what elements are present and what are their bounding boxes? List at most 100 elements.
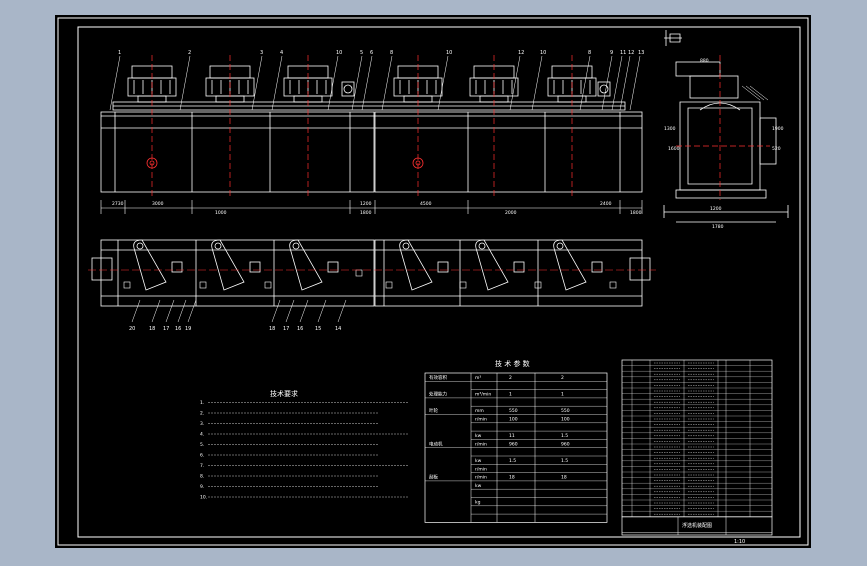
note-number: 8. — [200, 474, 204, 480]
tech-table-cell: r/min — [475, 417, 487, 423]
gearbox-wheel — [599, 84, 609, 94]
plan-callout-number: 15 — [315, 326, 321, 332]
callout-leader — [351, 55, 363, 111]
callout-number: 8 — [390, 50, 393, 56]
tech-table-cell: kw — [475, 458, 482, 464]
callout-number: 10 — [446, 50, 452, 56]
plan-callout-number: 19 — [185, 326, 191, 332]
callout-number: 1 — [118, 50, 121, 56]
paddle-bearing — [327, 261, 339, 273]
tech-table-cell: r/min — [475, 441, 487, 447]
callout-leader — [271, 55, 283, 111]
note-number: 5. — [200, 442, 204, 448]
plan-callout-number: 16 — [297, 326, 303, 332]
dimension-label: 3000 — [152, 201, 164, 207]
tech-table-cell: m³/min — [475, 392, 491, 398]
impeller-shafts — [146, 55, 573, 198]
paddle-assembly — [195, 239, 261, 306]
drain-port — [146, 157, 158, 169]
note-number: 4. — [200, 432, 204, 438]
callout-number: 3 — [260, 50, 263, 56]
tech-table-cell: 11 — [509, 433, 515, 439]
drawing-scale: 1:10 — [734, 539, 745, 545]
small-port — [199, 281, 207, 289]
plan-callout-leader — [271, 299, 281, 323]
small-port — [534, 281, 542, 289]
tech-table-cell: 550 — [509, 408, 518, 414]
callout-leader — [629, 55, 641, 111]
plan-callout-number: 17 — [283, 326, 289, 332]
gearbox-body — [341, 81, 355, 97]
callout-leader — [509, 55, 521, 111]
tech-table-cell: r/min — [475, 466, 487, 472]
tech-table-cell: 1 — [561, 392, 564, 398]
callout-leader — [437, 55, 449, 111]
inner-border — [77, 26, 801, 538]
tech-table-cell: 550 — [561, 408, 570, 414]
plan-callout-number: 16 — [175, 326, 181, 332]
callout-leader — [531, 55, 543, 111]
motor-unit — [393, 65, 443, 103]
side-dimension-label: 1300 — [664, 126, 676, 132]
top-plan-view — [91, 239, 651, 307]
dimension-label: 4500 — [420, 201, 432, 207]
dimension-label: 1800 — [630, 210, 642, 216]
plan-callout-leader — [131, 299, 141, 323]
tech-table-cell: 18 — [509, 475, 515, 481]
dimension-label: 1800 — [360, 210, 372, 216]
side-dimension-label: 1200 — [710, 206, 722, 212]
tech-table-cell: 叶轮 — [429, 407, 438, 414]
note-number: 3. — [200, 421, 204, 427]
tech-table-cell: 2 — [561, 375, 564, 381]
callout-leader — [361, 55, 373, 111]
notes-title: 技术要求 — [270, 389, 298, 398]
callout-number: 12 — [628, 50, 634, 56]
callout-number: 10 — [336, 50, 342, 56]
drawing-sheet — [55, 15, 811, 548]
tech-table-cell: 1 — [509, 392, 512, 398]
callout-leader — [601, 55, 613, 111]
tech-table-cell: 电动机 — [429, 440, 443, 447]
plan-callout-leader — [151, 299, 161, 323]
tech-table-cell: 1.5 — [509, 458, 516, 464]
tech-table-title: 技 术 参 数 — [495, 359, 530, 368]
tech-table-cell: 处理能力 — [429, 391, 447, 398]
plan-callout-leader — [187, 299, 197, 323]
dimension-label: 2730 — [112, 201, 124, 207]
paddle-bearing — [513, 261, 525, 273]
tech-table-cell: 1.5 — [561, 458, 568, 464]
tech-table-cell: 18 — [561, 475, 567, 481]
paddle-bearing — [249, 261, 261, 273]
paddle-assembly — [459, 239, 525, 306]
gearbox — [341, 81, 355, 97]
callout-leader — [381, 55, 393, 111]
callout-number: 6 — [370, 50, 373, 56]
gearbox — [597, 81, 611, 97]
tech-table-cell: 2 — [509, 375, 512, 381]
paddle-bearing — [171, 261, 183, 273]
plan-callout-number: 18 — [269, 326, 275, 332]
paddle-blade — [289, 239, 323, 291]
tech-table-cell: kw — [475, 483, 482, 489]
callout-number: 5 — [360, 50, 363, 56]
technical-notes: 技术要求 1.2.3.4.5.6.7.8.9.10. — [200, 389, 408, 501]
note-number: 10. — [200, 495, 207, 501]
plan-callout-leader — [337, 299, 347, 323]
callout-number: 10 — [540, 50, 546, 56]
drain-port-inner — [149, 160, 155, 166]
side-dimension-label: 880 — [700, 58, 709, 64]
tech-table-cell: kw — [475, 433, 482, 439]
note-number: 9. — [200, 484, 204, 490]
gearbox-body — [597, 81, 611, 97]
tech-table-cell: 刮板 — [429, 474, 438, 481]
dimension-label: 2000 — [505, 210, 517, 216]
callout-number: 8 — [588, 50, 591, 56]
side-dimension-label: 1600 — [668, 146, 680, 152]
plan-callout-number: 18 — [149, 326, 155, 332]
plan-callout-leader — [285, 299, 295, 323]
